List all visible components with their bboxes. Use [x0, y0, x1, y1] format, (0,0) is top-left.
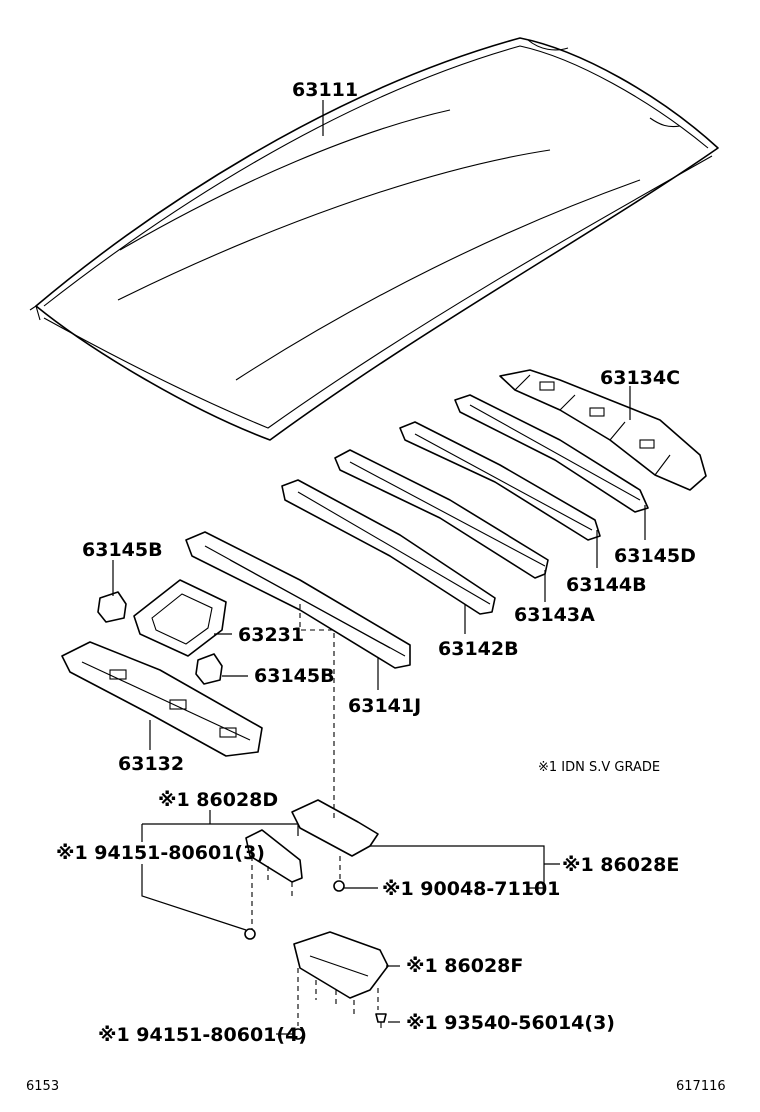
bracket-63145B-upper [97, 591, 127, 623]
reinforcement-63231 [133, 579, 227, 657]
header-63132 [61, 641, 263, 757]
label-94151-80601-3: ※1 94151-80601(3) [56, 842, 265, 864]
roof-panel [29, 37, 719, 441]
crossmember-63142B [281, 479, 496, 615]
label-63145D: 63145D [614, 545, 696, 567]
label-63145B-upper: 63145B [82, 539, 163, 561]
bracket-86028F [293, 931, 389, 1026]
label-63134C: 63134C [600, 367, 680, 389]
crossmember-63143A [334, 449, 549, 579]
screw-93540 [375, 1013, 387, 1028]
label-94151-80601-4: ※1 94151-80601(4) [98, 1024, 307, 1046]
crossmember-63141J [185, 531, 411, 669]
label-86028D: ※1 86028D [158, 789, 278, 811]
label-86028F: ※1 86028F [406, 955, 523, 977]
label-63231: 63231 [238, 624, 304, 646]
label-63144B: 63144B [566, 574, 647, 596]
clip-90048 [333, 880, 345, 892]
label-63142B: 63142B [438, 638, 519, 660]
bracket-86028D [245, 829, 303, 930]
label-63141J: 63141J [348, 695, 421, 717]
footer-left-code: 6153 [26, 1079, 59, 1094]
label-63145B-lower: 63145B [254, 665, 335, 687]
label-86028E: ※1 86028E [562, 854, 679, 876]
bracket-86028E [291, 604, 379, 880]
bracket-63145B-lower [195, 653, 223, 685]
footer-right-code: 617116 [676, 1079, 726, 1094]
leader-lines [112, 100, 646, 1035]
grade-note: ※1 IDN S.V GRADE [538, 760, 660, 775]
label-93540-56014-3: ※1 93540-56014(3) [406, 1012, 615, 1034]
crossmember-63144B [399, 421, 601, 541]
crossmember-63145D [454, 394, 649, 513]
label-63132: 63132 [118, 753, 184, 775]
label-63143A: 63143A [514, 604, 595, 626]
nut-94151-lower [292, 1028, 304, 1040]
label-90048-71101: ※1 90048-71101 [382, 878, 560, 900]
nut-94151-upper [244, 928, 256, 940]
bracket-63134C [499, 369, 707, 491]
label-63111: 63111 [292, 79, 358, 101]
